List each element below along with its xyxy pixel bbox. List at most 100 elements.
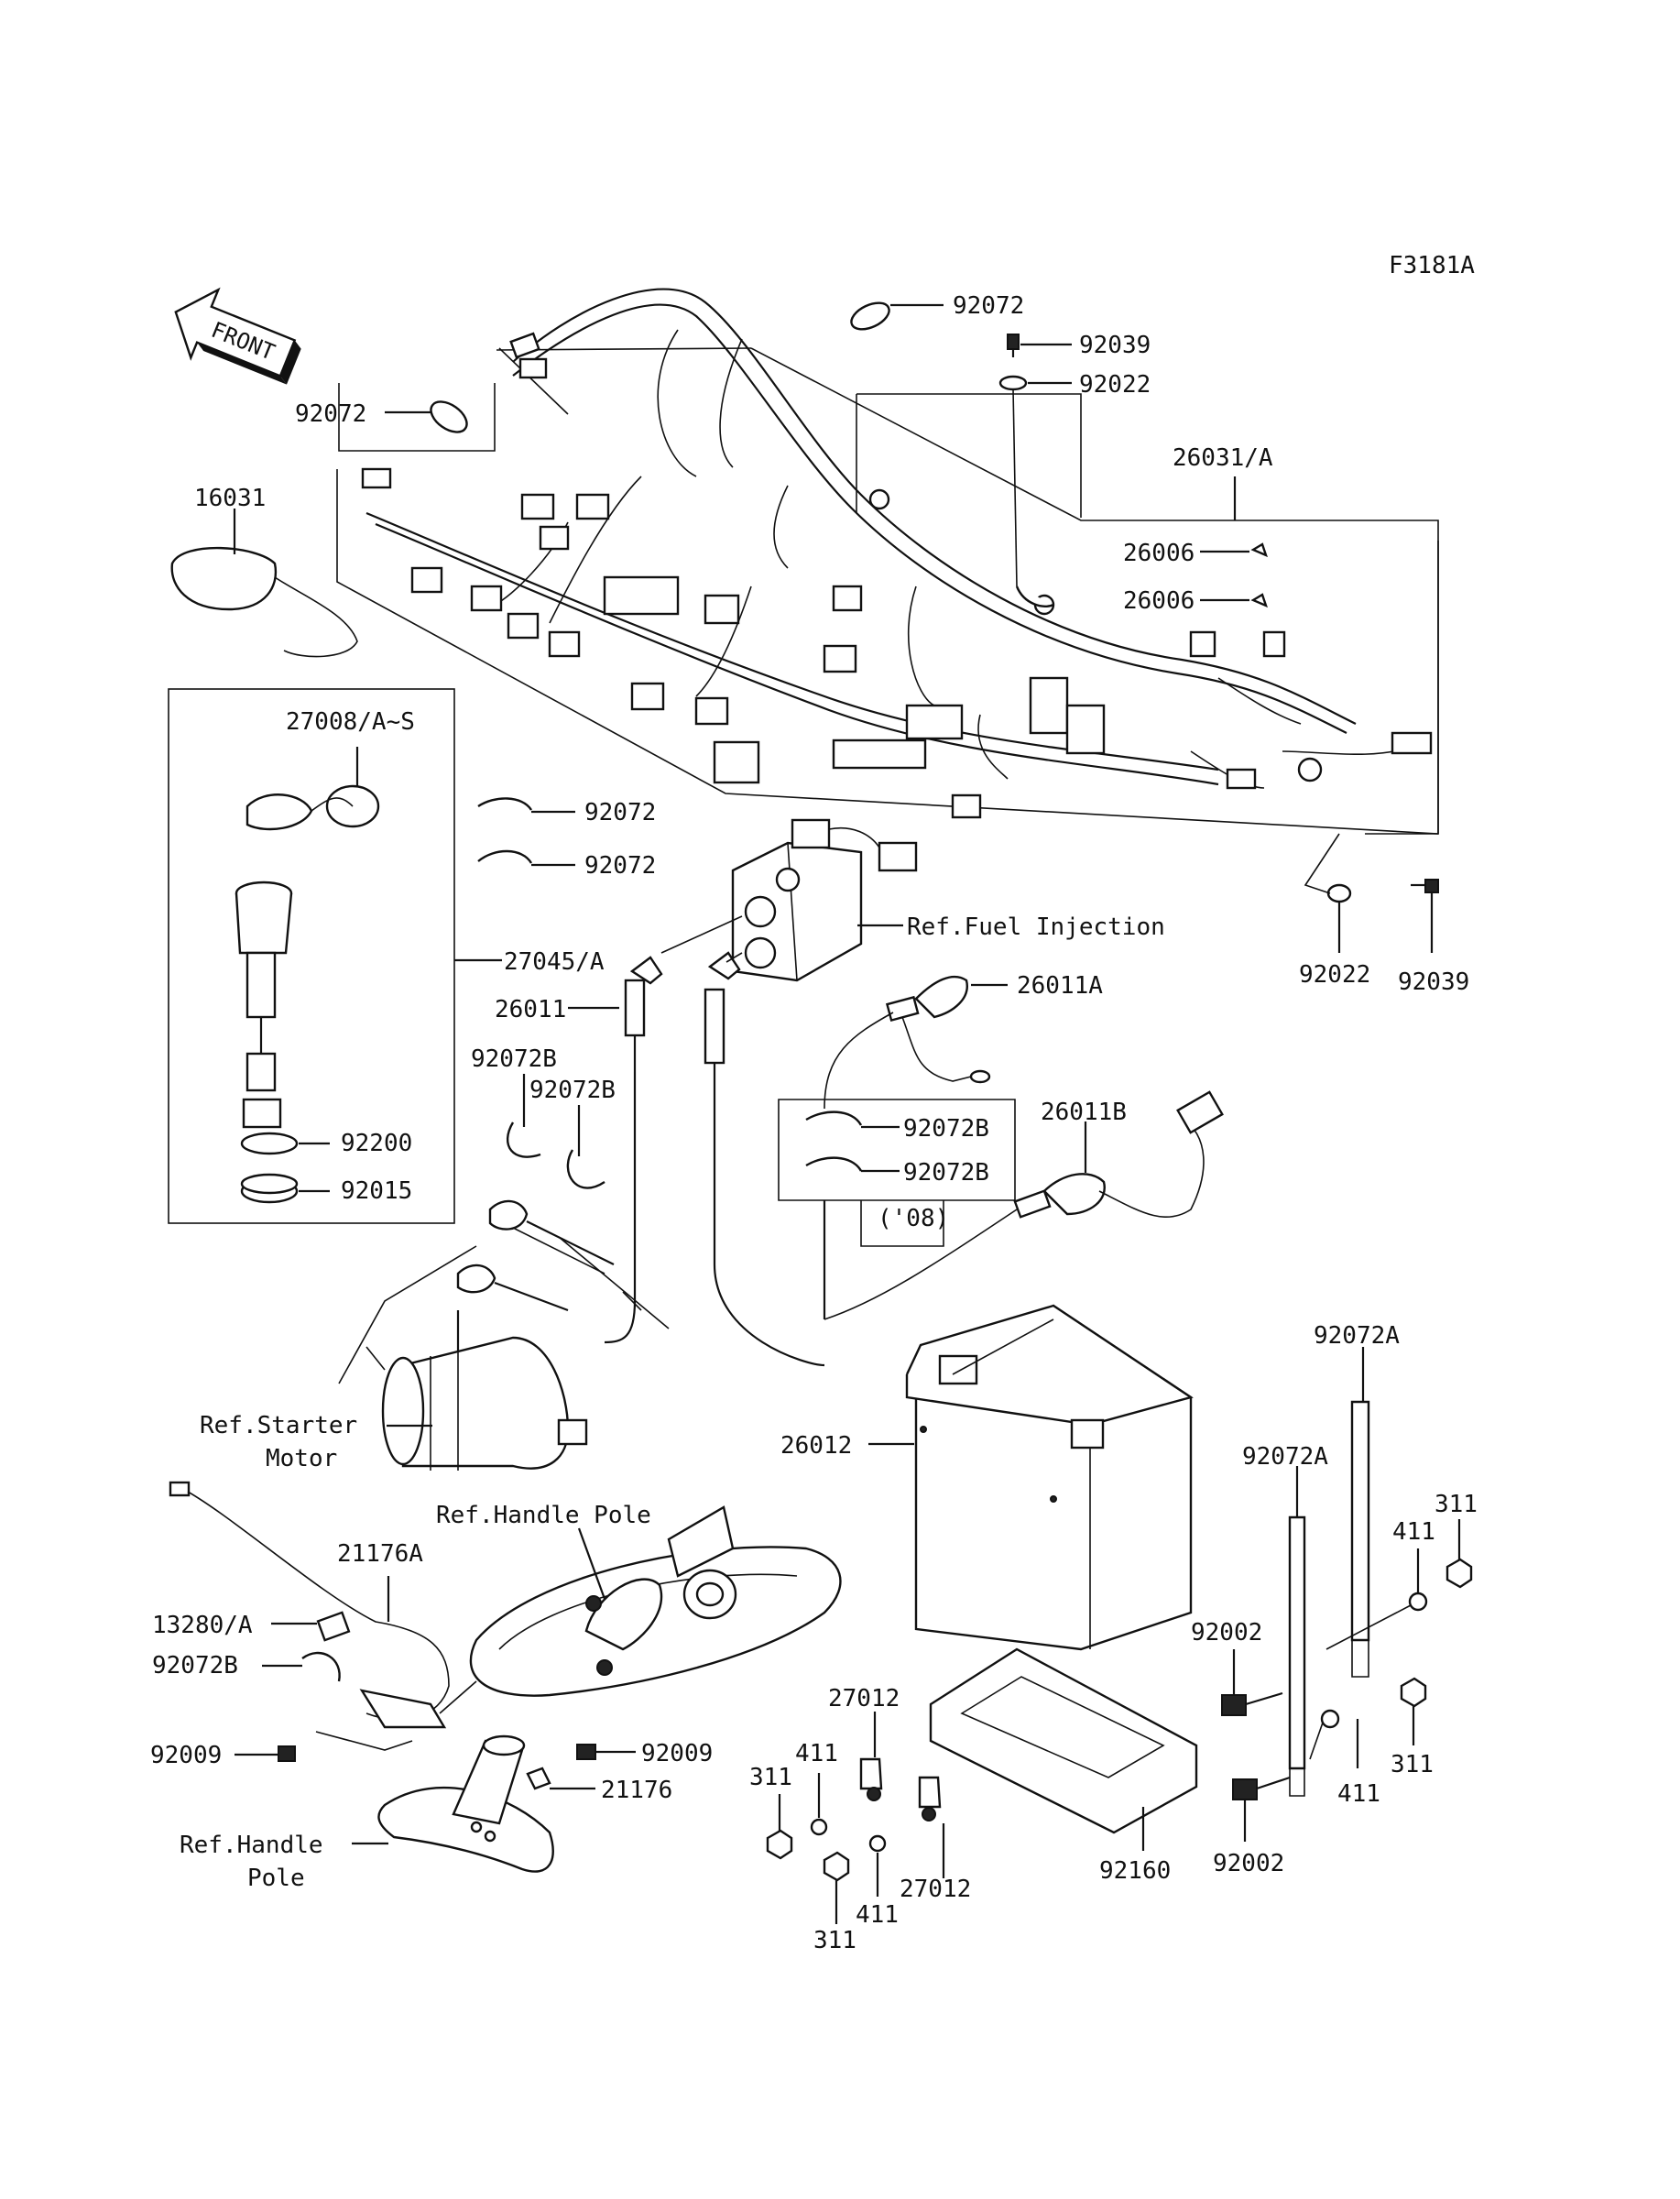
clamp-92072-top <box>850 301 944 331</box>
battery-tray-92160 <box>929 1647 1198 1851</box>
bracket-27012-a <box>859 1712 883 1801</box>
callout-26006-b: 26006 <box>1123 587 1195 615</box>
starter-motor <box>338 1199 670 1471</box>
ref-starter-motor-2: Motor <box>266 1445 337 1472</box>
callout-411-a: 411 <box>1392 1518 1435 1546</box>
figure-code: F3181A <box>1389 252 1475 279</box>
washer-411-d <box>868 1834 887 1897</box>
lead-wire-21176a <box>169 1481 450 1721</box>
callout-21176: 21176 <box>601 1777 672 1804</box>
ignition-switch-box <box>168 688 502 1224</box>
callout-92072b-left: 92072B <box>152 1652 238 1679</box>
ref-handle-pole-top: Ref.Handle Pole <box>436 1502 651 1529</box>
callout-26012: 26012 <box>780 1432 852 1460</box>
callout-27012-b: 27012 <box>900 1876 971 1903</box>
callout-92072-left: 92072 <box>295 400 366 428</box>
callout-27045: 27045/A <box>504 948 605 976</box>
bolt-92002-a <box>1221 1649 1283 1716</box>
callout-92022-right: 92022 <box>1299 961 1370 989</box>
callout-92009-mid: 92009 <box>641 1740 713 1767</box>
callout-26006-a: 26006 <box>1123 540 1195 567</box>
strap-92072a-right <box>1350 1347 1370 1678</box>
screw-92009-left <box>235 1745 296 1762</box>
ref-fuel-injection: Ref.Fuel Injection <box>907 914 1165 941</box>
callout-92072b-b: 92072B <box>529 1077 616 1104</box>
main-wiring-harness <box>361 288 1433 819</box>
callout-311-b: 311 <box>1391 1751 1434 1778</box>
callout-92072a-mid: 92072A <box>1242 1443 1328 1471</box>
front-arrow-icon: FRONT <box>174 287 301 385</box>
callout-13280: 13280/A <box>152 1612 253 1639</box>
callout-26011: 26011 <box>495 996 566 1023</box>
callout-411-c: 411 <box>795 1740 838 1767</box>
strap-92072a-mid <box>1288 1466 1306 1797</box>
relay-block <box>731 818 918 982</box>
callout-92200: 92200 <box>341 1130 412 1157</box>
screw-92009-mid <box>576 1744 636 1760</box>
callout-16031: 16031 <box>194 485 266 512</box>
callout-92160: 92160 <box>1099 1857 1171 1885</box>
handle-pole-bottom <box>352 1734 554 1873</box>
callout-92015: 92015 <box>341 1177 412 1205</box>
clamp-92072-mid-b <box>477 849 575 867</box>
bolt-92002-b <box>1232 1776 1291 1842</box>
nut-311-d <box>823 1851 850 1924</box>
nut-311-a <box>1445 1519 1473 1589</box>
terminal-cover-26011b <box>824 1090 1224 1320</box>
ref-handle-pole-bottom-2: Pole <box>247 1865 305 1892</box>
bolt-92039-right <box>1411 879 1439 953</box>
bolt-92039-top <box>1007 334 1072 357</box>
callout-92072a-right: 92072A <box>1314 1322 1400 1350</box>
ref-starter-motor-1: Ref.Starter <box>200 1412 357 1439</box>
washer-92022-right <box>1304 833 1352 953</box>
year-08-bracket <box>778 1099 1016 1319</box>
clamp-92072b-b <box>566 1105 605 1189</box>
callout-311-a: 311 <box>1435 1491 1478 1518</box>
clip-21176 <box>526 1767 595 1790</box>
label-13280 <box>271 1611 351 1642</box>
callout-92072b-d: 92072B <box>903 1159 989 1187</box>
callout-92072-top: 92072 <box>953 292 1024 320</box>
bracket-27012-b <box>918 1776 945 1878</box>
callout-92039-top: 92039 <box>1079 332 1151 359</box>
callout-311-d: 311 <box>813 1927 856 1954</box>
callout-92022-top: 92022 <box>1079 371 1151 399</box>
callout-92072b-c: 92072B <box>903 1115 989 1143</box>
bracket-plate <box>315 1680 477 1751</box>
callout-411-b: 411 <box>1337 1780 1380 1808</box>
callout-27008: 27008/A~S <box>286 708 415 736</box>
clamp-92072-left <box>385 400 468 433</box>
year-08-label: ('08) <box>878 1205 949 1232</box>
clamp-92072b-left <box>262 1652 341 1682</box>
callout-92039-right: 92039 <box>1398 968 1469 996</box>
washer-411-c <box>810 1773 828 1836</box>
battery-cables <box>568 915 825 1367</box>
callout-21176a: 21176A <box>337 1540 423 1568</box>
nut-311-b <box>1400 1677 1427 1745</box>
clamp-92072b-a <box>506 1074 541 1158</box>
callout-26011b: 26011B <box>1041 1099 1127 1126</box>
callout-92072-mid-b: 92072 <box>584 852 656 880</box>
callout-26031: 26031/A <box>1173 444 1273 472</box>
callout-92072b-a: 92072B <box>471 1045 557 1073</box>
washer-411-a <box>1325 1548 1428 1650</box>
nut-311-c <box>766 1794 793 1860</box>
washer-92022-top <box>998 375 1072 607</box>
callout-92072-mid-a: 92072 <box>584 799 656 826</box>
washer-411-b <box>1309 1709 1359 1768</box>
cover-16031 <box>170 509 358 658</box>
callout-92009-left: 92009 <box>150 1742 222 1769</box>
clamp-92072-mid-a <box>477 797 575 814</box>
callout-411-d: 411 <box>856 1901 899 1929</box>
callout-92002-a: 92002 <box>1191 1619 1262 1647</box>
battery-26012 <box>868 1304 1194 1651</box>
clip-26006-a <box>1200 542 1268 558</box>
callout-92002-b: 92002 <box>1213 1850 1284 1877</box>
terminal-cover-26011a <box>824 975 1008 1110</box>
handle-pole-top <box>469 1505 842 1697</box>
callout-26011a: 26011A <box>1017 972 1103 1000</box>
clip-26006-b <box>1200 593 1268 608</box>
callout-311-c: 311 <box>749 1764 792 1791</box>
callout-27012-a: 27012 <box>828 1685 900 1712</box>
